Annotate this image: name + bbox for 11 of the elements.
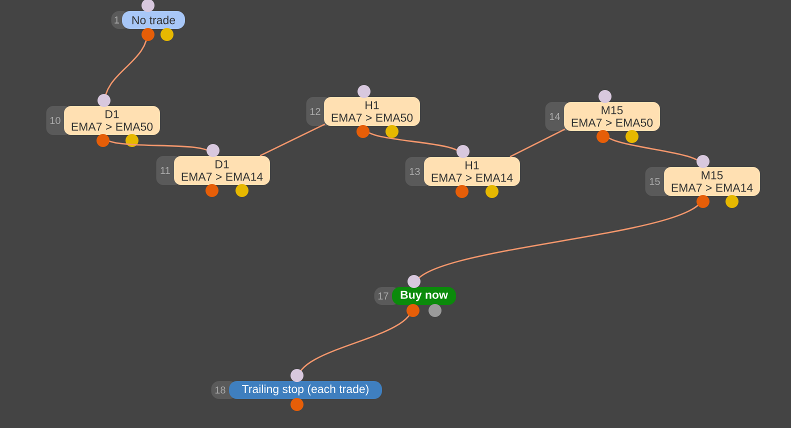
condition-box: D1 EMA7 > EMA50 xyxy=(64,106,160,135)
action-box: Buy now xyxy=(392,287,456,305)
connector xyxy=(510,128,566,158)
action-box: Trailing stop (each trade) xyxy=(229,381,382,399)
condition-box: M15 EMA7 > EMA50 xyxy=(564,102,660,131)
condition-box: M15 EMA7 > EMA14 xyxy=(664,167,760,196)
condition-box: H1 EMA7 > EMA14 xyxy=(424,157,520,186)
status-box: No trade xyxy=(122,11,185,29)
connector xyxy=(260,124,326,156)
condition-box: H1 EMA7 > EMA50 xyxy=(324,97,420,126)
condition-box: D1 EMA7 > EMA14 xyxy=(174,156,270,185)
